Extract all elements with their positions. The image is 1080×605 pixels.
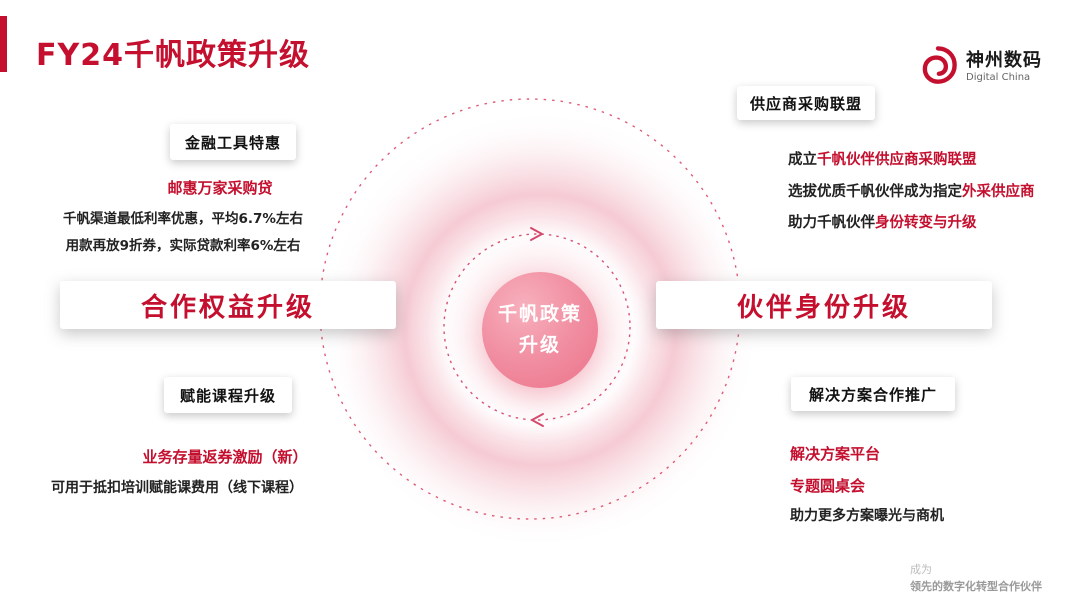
title-accent-bar: [0, 16, 7, 72]
supplier-line-2-highlight: 外采供应商: [962, 184, 1035, 200]
solution-highlight-1: 解决方案平台: [790, 445, 881, 463]
brand-subtitle: Digital China: [966, 71, 1031, 83]
brand-swirl-icon: [917, 44, 959, 90]
right-section-bar: 伙伴身份升级: [656, 281, 992, 329]
tag-supplier-alliance: 供应商采购联盟: [737, 86, 875, 120]
left-bottom-line-1: 可用于抵扣培训赋能课费用（线下课程）: [51, 480, 303, 496]
footer-line-2: 领先的数字化转型合作伙伴: [910, 579, 1042, 593]
center-circle: 千帆政策 升级: [482, 272, 598, 388]
brand-name: 神州数码: [966, 49, 1042, 71]
tag-financial-tools: 金融工具特惠: [170, 124, 296, 160]
inner-dashed-circle: [443, 233, 631, 421]
tag-solution-promotion: 解决方案合作推广: [791, 377, 955, 411]
page-title: FY24千帆政策升级: [36, 38, 310, 73]
supplier-line-3: 助力千帆伙伴身份转变与升级: [788, 211, 977, 232]
supplier-line-2-prefix: 选拔优质千帆伙伴成为指定: [788, 184, 962, 200]
solution-highlight-2: 专题圆桌会: [790, 477, 866, 495]
supplier-line-1: 成立千帆伙伴供应商采购联盟: [788, 148, 977, 169]
left-bottom-highlight: 业务存量返券激励（新）: [142, 448, 308, 466]
supplier-line-1-highlight: 千帆伙伴供应商采购联盟: [817, 152, 977, 168]
tag-course-upgrade: 赋能课程升级: [164, 377, 292, 413]
center-line-1: 千帆政策: [497, 302, 582, 325]
left-top-line-2: 用款再放9折券，实际贷款利率6%左右: [65, 238, 301, 254]
footer-line-1: 成为: [910, 563, 932, 576]
arrow-bottom-icon: [531, 413, 544, 427]
left-top-highlight: 邮惠万家采购贷: [167, 179, 273, 197]
supplier-line-1-prefix: 成立: [788, 152, 817, 168]
left-top-line-1: 千帆渠道最低利率优惠，平均6.7%左右: [63, 211, 303, 227]
arrow-top-icon: [530, 227, 543, 241]
supplier-line-3-highlight: 身份转变与升级: [875, 215, 977, 231]
brand-text: 神州数码 Digital China: [966, 49, 1042, 83]
supplier-line-3-prefix: 助力千帆伙伴: [788, 215, 875, 231]
left-section-bar: 合作权益升级: [60, 281, 396, 329]
footer-slogan: 成为 领先的数字化转型合作伙伴: [910, 562, 1042, 595]
supplier-line-2: 选拔优质千帆伙伴成为指定外采供应商: [788, 180, 1035, 201]
center-line-2: 升级: [518, 334, 561, 356]
solution-line-1: 助力更多方案曝光与商机: [790, 508, 944, 524]
brand-logo: 神州数码 Digital China: [917, 44, 1042, 90]
